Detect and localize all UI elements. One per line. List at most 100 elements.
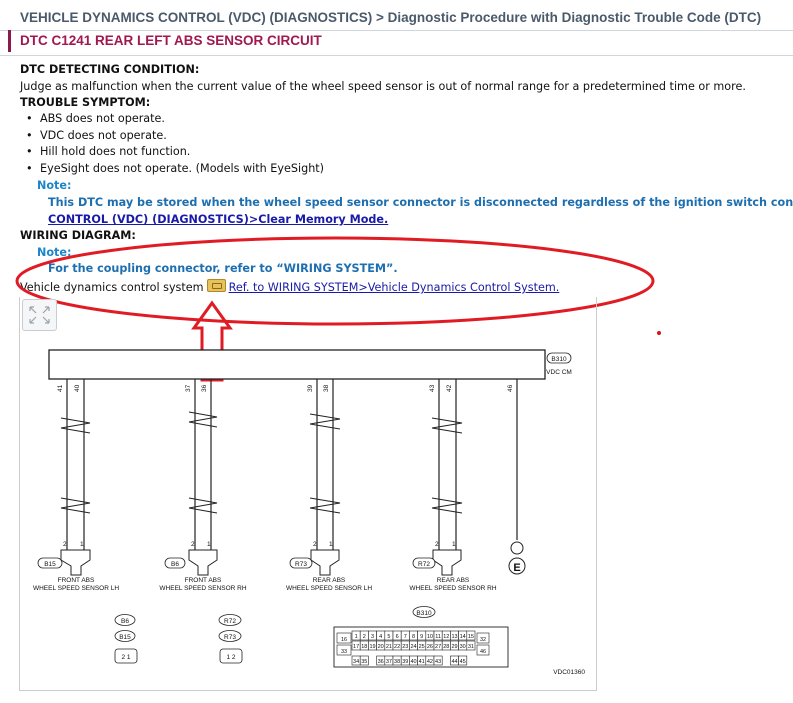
symptom-list: ABS does not operate. VDC does not opera… bbox=[20, 111, 324, 177]
connector-pin bbox=[458, 655, 468, 666]
connector-pin-label: 43 bbox=[435, 659, 441, 665]
pin-label: 2 bbox=[63, 541, 67, 548]
sensor-label: REAR ABS bbox=[313, 577, 346, 584]
sensor-label: WHEEL SPEED SENSOR RH bbox=[409, 585, 496, 592]
connector-pin bbox=[336, 632, 352, 644]
connector-pin-label: 27 bbox=[435, 644, 441, 650]
connector-pin-label: 37 bbox=[386, 659, 392, 665]
list-item: Hill hold does not function. bbox=[20, 144, 324, 161]
connector-pin-label: 12 bbox=[443, 634, 449, 640]
pin-label: 43 bbox=[429, 384, 436, 392]
symptom-note-text: This DTC may be stored when the wheel sp… bbox=[48, 196, 793, 209]
connector-pin-label: 24 bbox=[410, 644, 416, 650]
connector-pin-label: 3 bbox=[371, 634, 374, 640]
breadcrumb: VEHICLE DYNAMICS CONTROL (VDC) (DIAGNOST… bbox=[20, 10, 762, 25]
wiring-system-row: Vehicle dynamics control system Ref. to W… bbox=[20, 279, 559, 294]
pin-label: 1 bbox=[329, 541, 333, 548]
pin-label: 37 bbox=[185, 384, 192, 392]
legend-label: B15 bbox=[119, 634, 131, 641]
detecting-heading: DTC DETECTING CONDITION: bbox=[20, 63, 200, 76]
wiring-diagram: B310 VDC CM 41 40 2 1 B15 FRONT ABS WHEE… bbox=[33, 349, 585, 676]
connector-pin-label: 44 bbox=[451, 659, 457, 665]
connector-pin-label: 36 bbox=[378, 659, 384, 665]
sensor-label: REAR ABS bbox=[437, 577, 470, 584]
connector-pin-label: 2 bbox=[363, 634, 366, 640]
highlight-arrow bbox=[191, 300, 233, 382]
connector-pin-label: 19 bbox=[369, 644, 375, 650]
wiring-system-ref-link[interactable]: Ref. to WIRING SYSTEM>Vehicle Dynamics C… bbox=[228, 281, 560, 294]
legend-label: R72 bbox=[224, 618, 236, 625]
connector-pin-label: 21 bbox=[386, 644, 392, 650]
connector-pin-label: 31 bbox=[468, 644, 474, 650]
connector-pin-label: 6 bbox=[396, 634, 399, 640]
page-title: DTC C1241 REAR LEFT ABS SENSOR CIRCUIT bbox=[20, 33, 322, 48]
figure-code: VDC01360 bbox=[553, 669, 585, 676]
connector-pin bbox=[466, 630, 476, 641]
connector-pin-label: 15 bbox=[468, 634, 474, 640]
legend-pins: 1 2 bbox=[226, 654, 235, 661]
pin-label: 2 bbox=[191, 541, 195, 548]
connector-pin-label: 25 bbox=[419, 644, 425, 650]
pin-label: 2 bbox=[313, 541, 317, 548]
list-item: EyeSight does not operate. (Models with … bbox=[20, 161, 324, 178]
system-label: Vehicle dynamics control system bbox=[20, 281, 204, 294]
connector-pin-label: 10 bbox=[427, 634, 433, 640]
wiring-note-label: Note: bbox=[37, 246, 72, 259]
pin-label: 2 bbox=[435, 541, 439, 548]
connector-pin-label: 40 bbox=[410, 659, 416, 665]
header-divider bbox=[0, 30, 793, 31]
pin-label: 40 bbox=[74, 384, 81, 392]
connector-pin-label: 9 bbox=[420, 634, 423, 640]
highlight-ellipse bbox=[15, 236, 655, 326]
connector-pin bbox=[476, 632, 490, 644]
connector-pin-label: 14 bbox=[460, 634, 466, 640]
connector-pin-label: 7 bbox=[404, 634, 407, 640]
pin-label: 1 bbox=[452, 541, 456, 548]
red-dot bbox=[657, 331, 661, 335]
connector-pin-label: 33 bbox=[341, 649, 347, 655]
legend-label: R73 bbox=[224, 634, 236, 641]
clear-memory-link[interactable]: CONTROL (VDC) (DIAGNOSTICS)>Clear Memory… bbox=[48, 213, 389, 226]
connector-pin-label: 38 bbox=[394, 659, 400, 665]
connector-label: R72 bbox=[418, 561, 430, 568]
connector-label: R73 bbox=[295, 561, 307, 568]
connector-pin bbox=[359, 655, 369, 666]
pin-label: 1 bbox=[207, 541, 211, 548]
connector-pin-label: 39 bbox=[402, 659, 408, 665]
detecting-text: Judge as malfunction when the current va… bbox=[20, 80, 746, 93]
expand-diagram-button[interactable] bbox=[22, 299, 57, 331]
sensor-label: FRONT ABS bbox=[58, 577, 95, 584]
module-connector-badge bbox=[546, 352, 572, 364]
connector-pin bbox=[466, 640, 476, 651]
legend-label: B310 bbox=[416, 610, 432, 617]
pin-label: 42 bbox=[446, 384, 453, 392]
connector-pin-label: 8 bbox=[412, 634, 415, 640]
pin-label: 41 bbox=[57, 384, 64, 392]
connector-pin-label: 17 bbox=[353, 644, 359, 650]
connector-pin-label: 16 bbox=[341, 637, 347, 643]
connector-pin-label: 45 bbox=[460, 659, 466, 665]
connector-pin-label: 29 bbox=[451, 644, 457, 650]
symptom-heading: TROUBLE SYMPTOM: bbox=[20, 96, 151, 109]
title-marker bbox=[8, 30, 11, 52]
connector-label: B15 bbox=[44, 561, 56, 568]
pin-label: 38 bbox=[323, 384, 330, 392]
pin-label: 46 bbox=[507, 384, 514, 392]
connector-pin-label: 34 bbox=[353, 659, 359, 665]
sensor-label: WHEEL SPEED SENSOR LH bbox=[33, 585, 119, 592]
wiring-diagram-frame bbox=[19, 297, 597, 691]
connector-pin-label: 41 bbox=[419, 659, 425, 665]
list-item: ABS does not operate. bbox=[20, 111, 324, 128]
title-divider bbox=[0, 55, 793, 56]
ground-group: 46 E bbox=[507, 379, 526, 575]
pin-label: 39 bbox=[307, 384, 314, 392]
connector-pin bbox=[476, 644, 490, 656]
expand-icon bbox=[29, 306, 50, 324]
reference-icon[interactable] bbox=[206, 279, 226, 292]
connector-pin-label: 18 bbox=[361, 644, 367, 650]
connector-pin-label: 20 bbox=[378, 644, 384, 650]
wiring-note-text: For the coupling connector, refer to “WI… bbox=[48, 262, 398, 275]
legend-label: B6 bbox=[121, 618, 129, 625]
